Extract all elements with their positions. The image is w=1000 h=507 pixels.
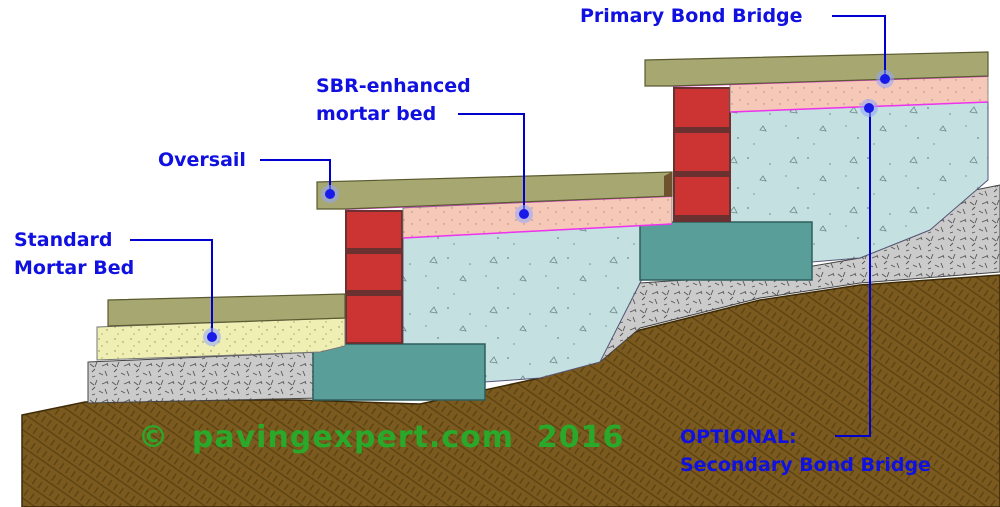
leader-primary-bond-bridge [832, 15, 886, 78]
footing-lower [312, 343, 486, 401]
paving-slab-middle [316, 171, 673, 210]
label-oversail: Oversail [158, 149, 246, 171]
watermark-text: © pavingexpert.com 2016 [138, 420, 624, 455]
sub-base-left [87, 351, 321, 404]
label-sbr-line2: mortar bed [316, 103, 436, 125]
brick-wall-lower [345, 210, 403, 344]
paving-slab-upper [644, 51, 989, 87]
label-standard-line2: Mortar Bed [14, 257, 134, 279]
paving-slab-lower [107, 293, 346, 327]
leader-standard-mortar [130, 239, 213, 336]
label-standard-line1: Standard [14, 229, 113, 251]
label-primary-bond-bridge: Primary Bond Bridge [580, 5, 803, 27]
slab-edge-shadow [664, 172, 672, 196]
brick-wall-upper [673, 87, 731, 222]
label-optional-line2: Secondary Bond Bridge [680, 454, 931, 476]
label-optional-line1: OPTIONAL: [680, 426, 797, 448]
marker-dots [203, 70, 894, 346]
footing-upper [639, 221, 813, 281]
leader-sbr-mortar [458, 113, 525, 213]
label-sbr-line1: SBR-enhanced [316, 75, 471, 97]
leader-oversail [260, 159, 331, 193]
secondary-bond-bridge-upper [729, 101, 989, 113]
leader-optional-bond-bridge [835, 110, 871, 437]
secondary-bond-bridge-lower [402, 223, 673, 239]
